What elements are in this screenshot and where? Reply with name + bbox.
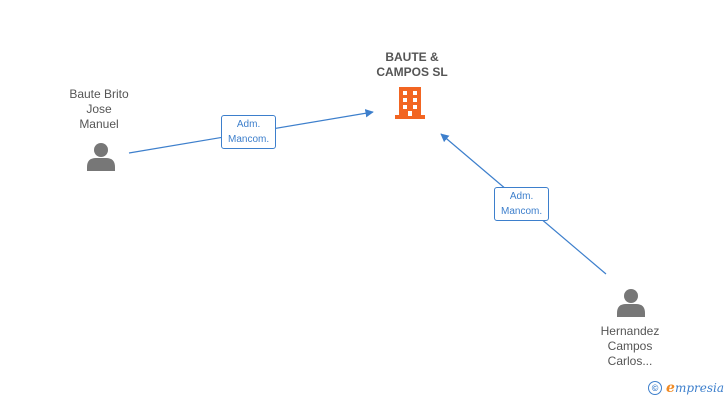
relation-label-line2: Mancom. [501, 206, 543, 217]
relation-label-baute[interactable]: Adm. Mancom. [221, 115, 277, 149]
person-name-line2: Campos [607, 339, 653, 353]
person-name-line2: Jose [86, 102, 112, 116]
relation-label-line1: Adm. [509, 191, 534, 202]
building-icon[interactable] [393, 86, 427, 120]
person-node-baute-brito[interactable]: Baute Brito Jose Manuel [54, 87, 144, 132]
person-name-line3: Carlos... [607, 354, 653, 368]
company-node[interactable]: BAUTE & CAMPOS SL [364, 50, 460, 80]
company-name-line2: CAMPOS SL [376, 65, 448, 79]
copyright-icon: © [648, 381, 663, 395]
person-name-line1: Hernandez [600, 324, 660, 338]
brand-logo: empresia [666, 380, 724, 396]
person-icon[interactable] [616, 288, 646, 318]
relation-label-line2: Mancom. [228, 134, 270, 145]
person-name-line1: Baute Brito [69, 87, 129, 101]
person-name-line3: Manuel [79, 117, 119, 131]
relation-label-line1: Adm. [236, 119, 261, 130]
empresia-watermark: © empresia [648, 380, 724, 396]
person-node-hernandez-campos[interactable]: Hernandez Campos Carlos... [584, 324, 676, 369]
company-name-line1: BAUTE & [385, 50, 439, 64]
relation-label-hernandez[interactable]: Adm. Mancom. [494, 187, 550, 221]
person-icon[interactable] [86, 142, 116, 172]
